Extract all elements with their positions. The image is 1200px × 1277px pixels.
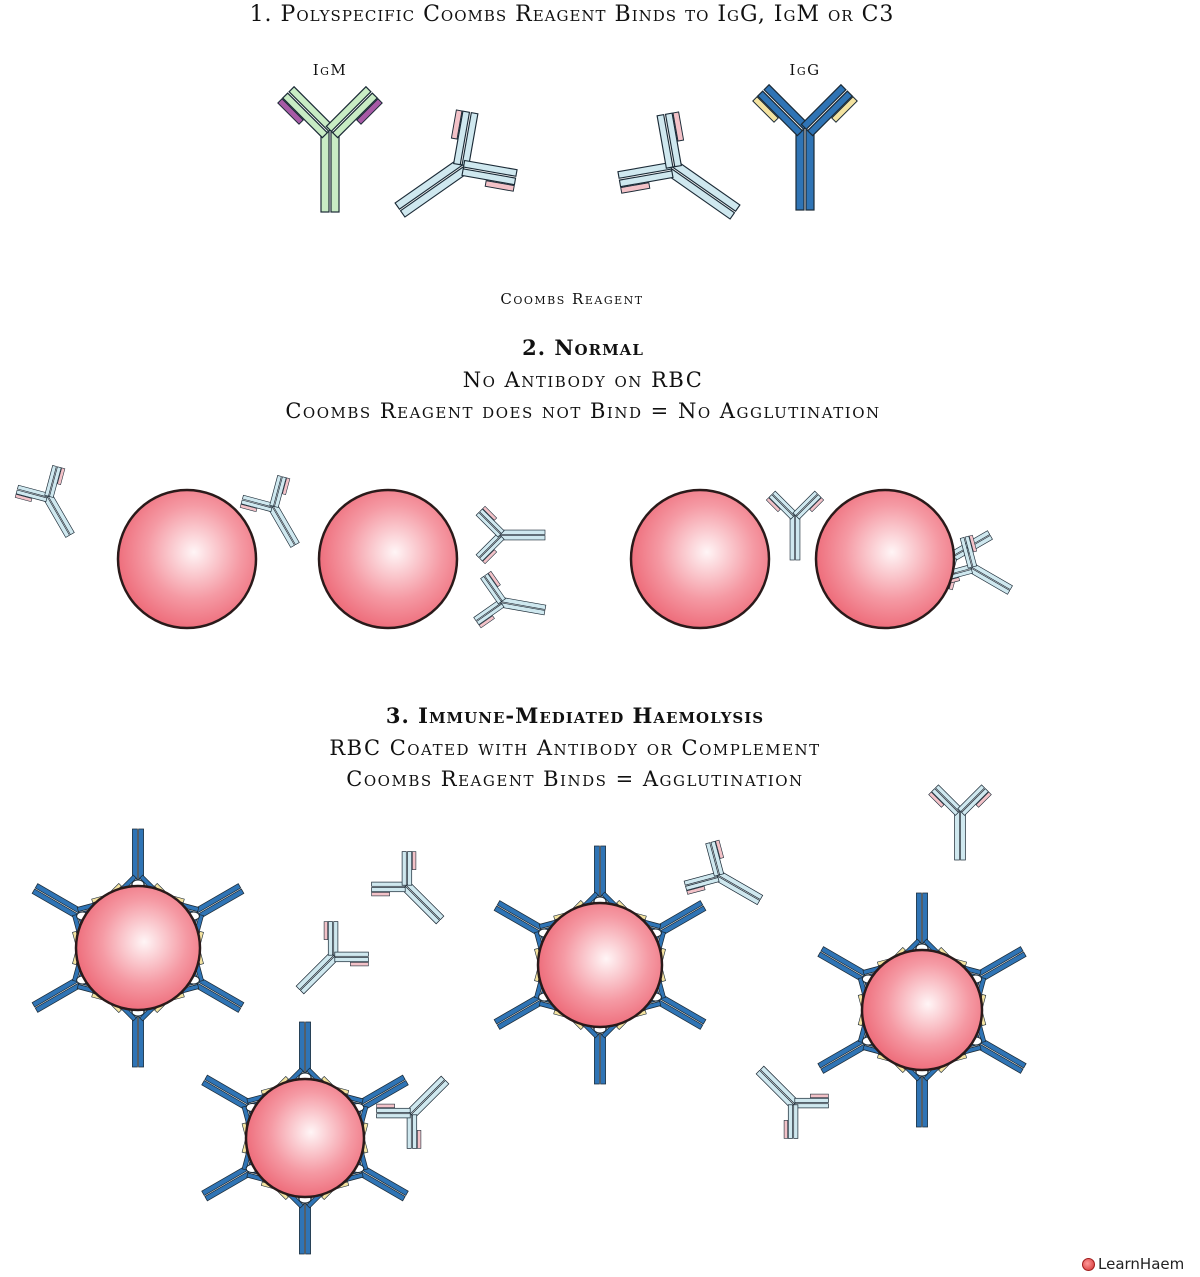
- artwork-layer: [14, 83, 1027, 1255]
- agg-reagent-5: [683, 839, 764, 906]
- label-igm: IgM: [313, 61, 348, 79]
- agg-cell-1-rbc: [74, 884, 202, 1012]
- section2-line2: Coombs Reagent does not Bind = No Agglut…: [285, 399, 880, 423]
- normal-rbc-3: [629, 488, 771, 630]
- igm-antibody: [277, 85, 383, 213]
- section2-title: 2. Normal: [522, 335, 644, 360]
- normal-reagent-3: [475, 505, 546, 565]
- agg-cell-2-rbc: [244, 1077, 366, 1199]
- agg-reagent-2: [376, 1075, 450, 1149]
- normal-rbc-1: [116, 488, 258, 630]
- igg-antibody: [752, 83, 858, 211]
- section1-title: 1. Polyspecific Coombs Reagent Binds to …: [250, 2, 895, 27]
- section3-line1: RBC Coated with Antibody or Complement: [329, 736, 820, 760]
- learnhaem-logo: LearnHaem: [1082, 1255, 1184, 1273]
- section2-line1: No Antibody on RBC: [463, 368, 704, 392]
- section3-title: 3. Immune-Mediated Haemolysis: [386, 703, 764, 728]
- agg-reagent-6: [928, 784, 992, 861]
- normal-reagent-2: [239, 475, 300, 548]
- agg-reagent-4: [371, 851, 445, 925]
- normal-rbc-2: [317, 488, 459, 630]
- logo-dot-icon: [1082, 1257, 1095, 1271]
- normal-rbc-4: [814, 488, 956, 630]
- label-coombs-reagent: Coombs Reagent: [500, 290, 643, 308]
- agg-reagent-3: [755, 1065, 829, 1139]
- agg-reagent-1: [295, 921, 369, 995]
- coombs-reagent-left: [394, 109, 518, 218]
- section3-line2: Coombs Reagent Binds = Agglutination: [346, 767, 803, 791]
- normal-reagent-1: [14, 465, 75, 538]
- normal-reagent-5: [765, 490, 825, 561]
- agg-cell-4-rbc: [860, 948, 984, 1072]
- agg-cell-3-rbc: [536, 901, 664, 1029]
- coombs-reagent-right: [617, 111, 741, 220]
- brand-name: LearnHaem: [1098, 1255, 1185, 1273]
- normal-reagent-4: [473, 570, 547, 629]
- label-igg: IgG: [789, 61, 820, 79]
